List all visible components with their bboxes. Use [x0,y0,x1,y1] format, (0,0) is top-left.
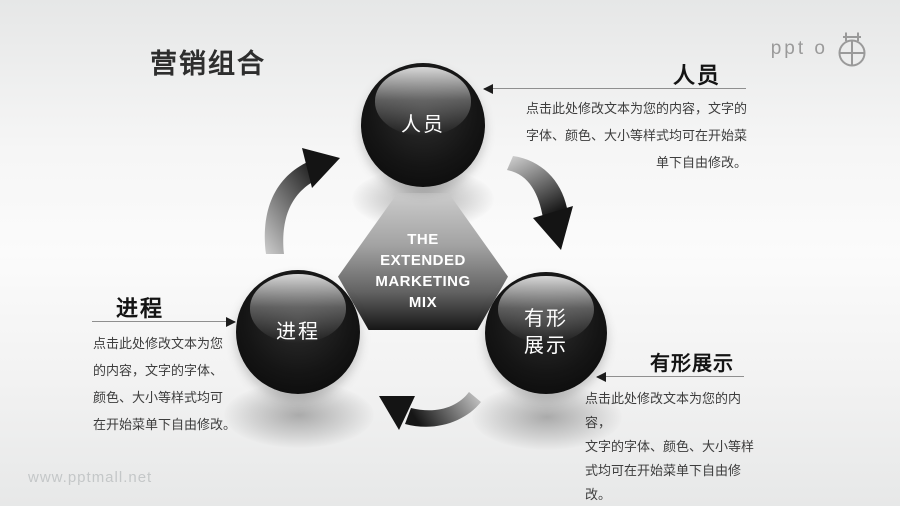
evidence-callout-body[interactable]: 点击此处修改文本为您的内容， 文字的字体、颜色、大小等样 式均可在开始菜单下自由… [585,391,755,502]
evidence-callout-heading: 有形展示 [650,353,734,375]
people-callout-line [483,84,746,94]
pptmall-logo: ppt o [771,30,872,68]
center-marketing-mix-label: THE EXTENDED MARKETING MIX [375,231,471,311]
sphere-process-label: 进程 [276,320,320,343]
people-callout-heading: 人员 [673,63,722,88]
rotation-arrow-process-to-people-icon [264,148,340,254]
process-callout-body[interactable]: 点击此处修改文本为您 的内容，文字的字体、 颜色、大小等样式均可 在开始菜单下自… [93,336,237,432]
slide-title: 营销组合 [150,49,266,79]
pptmall-logo-text: ppt o [770,38,828,59]
evidence-callout-arrowhead-icon [596,372,606,382]
rotation-arrow-people-to-evidence-icon [507,156,573,250]
sphere-people[interactable]: 人员 [361,63,485,187]
people-callout-arrowhead-icon [483,84,493,94]
evidence-callout-line [596,372,744,382]
process-callout-heading: 进程 [116,296,165,321]
process-callout-arrowhead-icon [226,317,236,327]
sphere-reflection-right [472,384,622,450]
pptmall-logo-icon [838,32,866,67]
sphere-physical-evidence-label: 有形 展示 [524,308,568,357]
sphere-people-label: 人员 [401,113,445,136]
rotation-arrow-evidence-to-process-icon [379,392,481,430]
watermark-url: www.pptmall.net [28,469,153,486]
people-callout-body[interactable]: 点击此处修改文本为您的内容，文字的 字体、颜色、大小等样式均可在开始菜 单下自由… [525,101,747,170]
sphere-process[interactable]: 进程 [236,270,360,394]
sphere-physical-evidence[interactable]: 有形 展示 [485,272,607,394]
process-callout-line [92,317,236,327]
